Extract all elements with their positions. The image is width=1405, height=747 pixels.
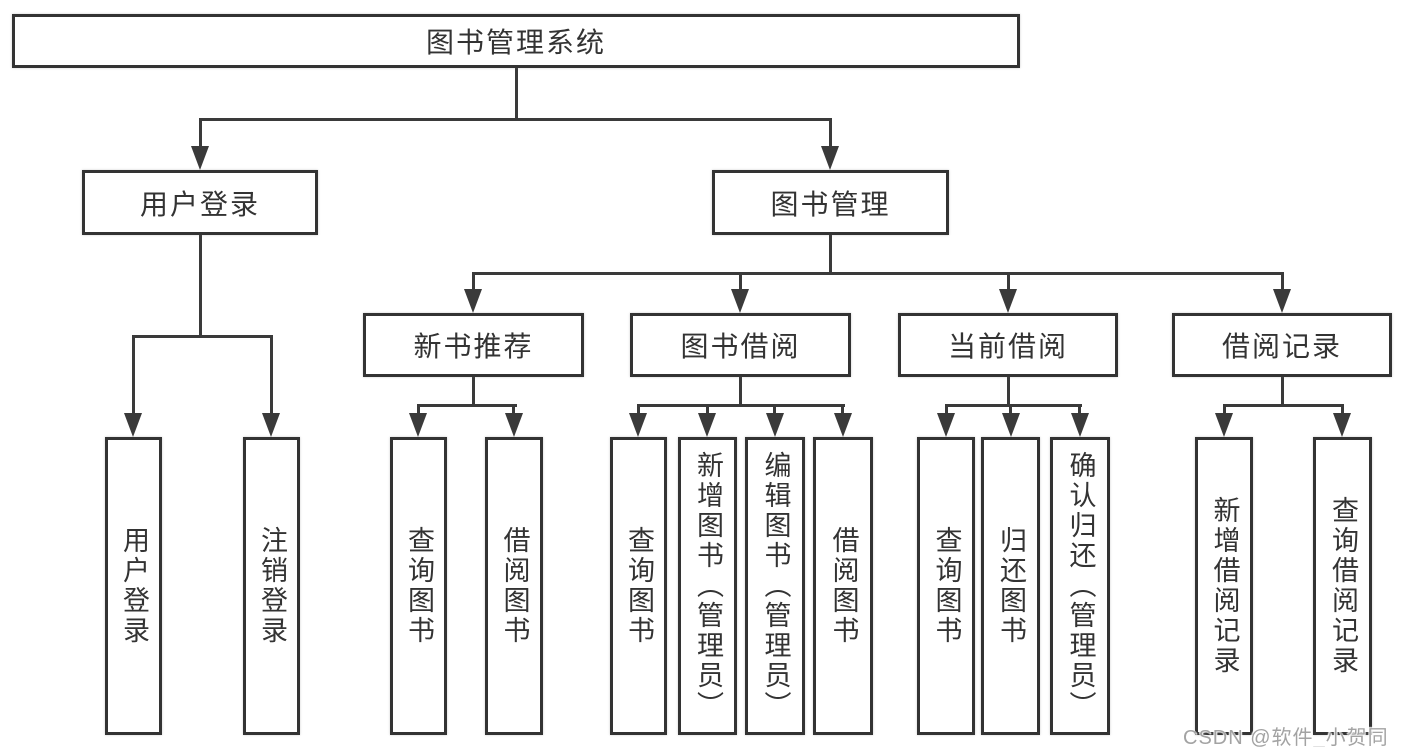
arrowhead-down-icon bbox=[262, 413, 280, 437]
connector-line bbox=[945, 404, 1082, 407]
connector-line bbox=[1281, 275, 1284, 291]
leaf-borrow-book-borrowing: 借阅图书 bbox=[813, 437, 873, 735]
node-label: 图书管理系统 bbox=[425, 27, 606, 58]
connector-line bbox=[706, 407, 709, 415]
arrowhead-down-icon bbox=[1215, 413, 1233, 437]
leaf-edit-book-admin: 编辑图书（管理员） bbox=[745, 437, 805, 735]
connector-line bbox=[1007, 275, 1010, 291]
leaf-add-borrow-record: 新增借阅记录 bbox=[1195, 437, 1253, 735]
connector-line bbox=[199, 235, 202, 337]
connector-line bbox=[417, 404, 517, 407]
connector-line bbox=[945, 407, 948, 415]
csdn-watermark: CSDN @软件_小贺同学 bbox=[1183, 727, 1389, 747]
node-label: 用户登录 bbox=[119, 526, 150, 646]
connector-line bbox=[472, 272, 1284, 275]
node-label: 归还图书 bbox=[996, 526, 1027, 646]
node-label: 查询图书 bbox=[624, 526, 655, 646]
arrowhead-down-icon bbox=[409, 413, 427, 437]
node-label: 注销登录 bbox=[257, 526, 288, 646]
node-new-book-recommend: 新书推荐 bbox=[363, 313, 584, 377]
node-label: 查询图书 bbox=[931, 526, 962, 646]
node-label: 图书借阅 bbox=[680, 331, 801, 362]
node-label: 当前借阅 bbox=[947, 331, 1068, 362]
connector-line bbox=[739, 377, 742, 407]
connector-line bbox=[1223, 404, 1344, 407]
connector-line bbox=[472, 275, 475, 291]
connector-line bbox=[472, 377, 475, 407]
leaf-query-borrow-record: 查询借阅记录 bbox=[1313, 437, 1372, 735]
leaf-query-book-recommend: 查询图书 bbox=[390, 437, 447, 735]
node-label: 新增借阅记录 bbox=[1209, 496, 1240, 676]
connector-line bbox=[739, 275, 742, 291]
connector-line bbox=[132, 338, 135, 415]
arrowhead-down-icon bbox=[1002, 413, 1020, 437]
node-label: 借阅图书 bbox=[499, 526, 530, 646]
arrowhead-down-icon bbox=[1071, 413, 1089, 437]
connector-line bbox=[1341, 407, 1344, 415]
connector-line bbox=[132, 335, 273, 338]
leaf-query-book-current: 查询图书 bbox=[917, 437, 975, 735]
node-library-system: 图书管理系统 bbox=[12, 14, 1020, 68]
leaf-query-book-borrowing: 查询图书 bbox=[610, 437, 667, 735]
leaf-confirm-return-admin: 确认归还（管理员） bbox=[1050, 437, 1110, 735]
connector-line bbox=[773, 407, 776, 415]
leaf-logout: 注销登录 bbox=[243, 437, 300, 735]
node-book-borrowing: 图书借阅 bbox=[630, 313, 851, 377]
arrowhead-down-icon bbox=[766, 413, 784, 437]
node-current-borrowing: 当前借阅 bbox=[898, 313, 1118, 377]
node-label: 图书管理 bbox=[770, 188, 891, 220]
node-borrow-records: 借阅记录 bbox=[1172, 313, 1392, 377]
node-label: 借阅记录 bbox=[1221, 331, 1342, 362]
node-label: 编辑图书（管理员） bbox=[760, 451, 791, 721]
node-label: 查询图书 bbox=[404, 526, 435, 646]
node-label: 新书推荐 bbox=[413, 331, 534, 362]
leaf-borrow-book-recommend: 借阅图书 bbox=[485, 437, 543, 735]
arrowhead-down-icon bbox=[1333, 413, 1351, 437]
connector-line bbox=[417, 407, 420, 415]
arrowhead-down-icon bbox=[821, 146, 839, 170]
connector-line bbox=[270, 338, 273, 415]
node-label: 查询借阅记录 bbox=[1328, 496, 1359, 676]
node-label: 借阅图书 bbox=[828, 526, 859, 646]
connector-line bbox=[515, 68, 518, 120]
arrowhead-down-icon bbox=[698, 413, 716, 437]
node-user-login: 用户登录 bbox=[82, 170, 318, 235]
connector-line bbox=[637, 404, 845, 407]
connector-line bbox=[829, 235, 832, 274]
arrowhead-down-icon bbox=[124, 413, 142, 437]
arrowhead-down-icon bbox=[999, 289, 1017, 313]
arrowhead-down-icon bbox=[464, 289, 482, 313]
arrowhead-down-icon bbox=[937, 413, 955, 437]
leaf-add-book-admin: 新增图书（管理员） bbox=[678, 437, 737, 735]
connector-line bbox=[1223, 407, 1226, 415]
node-label: 确认归还（管理员） bbox=[1065, 451, 1096, 721]
connector-line bbox=[512, 407, 515, 415]
leaf-user-login: 用户登录 bbox=[105, 437, 162, 735]
arrowhead-down-icon bbox=[1273, 289, 1291, 313]
connector-line bbox=[1281, 377, 1284, 407]
connector-line bbox=[841, 407, 844, 415]
arrowhead-down-icon bbox=[505, 413, 523, 437]
arrowhead-down-icon bbox=[191, 146, 209, 170]
connector-line bbox=[637, 407, 640, 415]
connector-line bbox=[1007, 377, 1010, 407]
arrowhead-down-icon bbox=[629, 413, 647, 437]
node-book-management: 图书管理 bbox=[712, 170, 949, 235]
node-label: 用户登录 bbox=[139, 188, 260, 220]
connector-line bbox=[1009, 407, 1012, 415]
connector-line bbox=[199, 118, 832, 121]
connector-line bbox=[1078, 407, 1081, 415]
arrowhead-down-icon bbox=[834, 413, 852, 437]
arrowhead-down-icon bbox=[731, 289, 749, 313]
node-label: 新增图书（管理员） bbox=[693, 451, 724, 721]
connector-line bbox=[829, 120, 832, 148]
leaf-return-book: 归还图书 bbox=[981, 437, 1040, 735]
connector-line bbox=[199, 120, 202, 148]
